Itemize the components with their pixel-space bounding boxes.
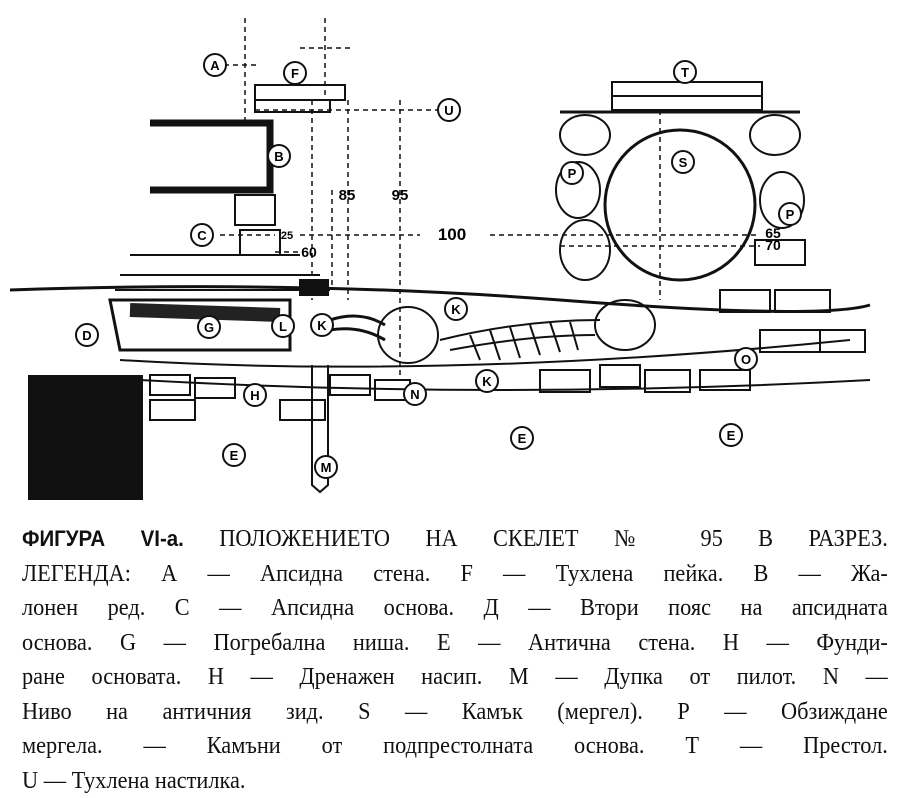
caption-line: лонен ред. С — Апсидна основа. Д — Втори… — [22, 591, 888, 626]
label-letter-f: F — [291, 66, 299, 81]
label-letter-b: B — [274, 149, 283, 164]
caption-line: ЛЕГЕНДА: А — Апсидна стена. F — Тухлена … — [22, 557, 888, 592]
label-letter-c: C — [197, 228, 207, 243]
measurement-label: 70 — [765, 237, 781, 253]
figure-number: ФИГУРА VI-а. — [22, 526, 184, 551]
label-letter-p: P — [786, 207, 795, 222]
label-letter-h: H — [250, 388, 259, 403]
figure-caption: ФИГУРА VI-а. ПОЛОЖЕНИЕТО НА СКЕЛЕТ № 95 … — [22, 522, 888, 798]
measurement-label: 25 — [281, 230, 293, 242]
label-letter-p: P — [568, 166, 577, 181]
label-letter-k: K — [451, 302, 461, 317]
caption-line: U — Тухлена настилка. — [22, 764, 888, 798]
caption-line: мергела. — Камъни от подпрестолната осно… — [22, 729, 888, 764]
black-wall-block — [28, 375, 143, 500]
caption-line: основа. G — Погребална ниша. Е — Антична… — [22, 626, 888, 661]
caption-line: ФИГУРА VI-а. ПОЛОЖЕНИЕТО НА СКЕЛЕТ № 95 … — [22, 522, 888, 557]
label-letter-e: E — [230, 448, 239, 463]
label-letter-k: K — [482, 374, 492, 389]
label-letter-e: E — [727, 428, 736, 443]
caption-line: Ниво на античния зид. S — Камък (мергел)… — [22, 695, 888, 730]
label-letter-s: S — [679, 155, 688, 170]
label-letter-d: D — [82, 328, 91, 343]
measurement-label: 85 — [339, 187, 356, 204]
caption-line: ране основата. Н — Дренажен насип. М — Д… — [22, 660, 888, 695]
label-letter-t: T — [681, 65, 689, 80]
label-letter-l: L — [279, 319, 287, 334]
label-letter-k: K — [317, 318, 327, 333]
label-letter-e: E — [518, 431, 527, 446]
measurement-label: 100 — [438, 225, 466, 244]
measurement-label: 95 — [392, 187, 409, 204]
figure-title: ПОЛОЖЕНИЕТО НА СКЕЛЕТ № 95 В РАЗРЕЗ. — [219, 526, 888, 552]
label-letter-m: M — [321, 460, 332, 475]
label-letter-o: O — [741, 352, 751, 367]
label-letter-g: G — [204, 320, 214, 335]
label-letter-u: U — [444, 103, 453, 118]
measurement-label: 60 — [301, 244, 317, 260]
label-letter-a: A — [210, 58, 220, 73]
label-letter-n: N — [410, 387, 419, 402]
